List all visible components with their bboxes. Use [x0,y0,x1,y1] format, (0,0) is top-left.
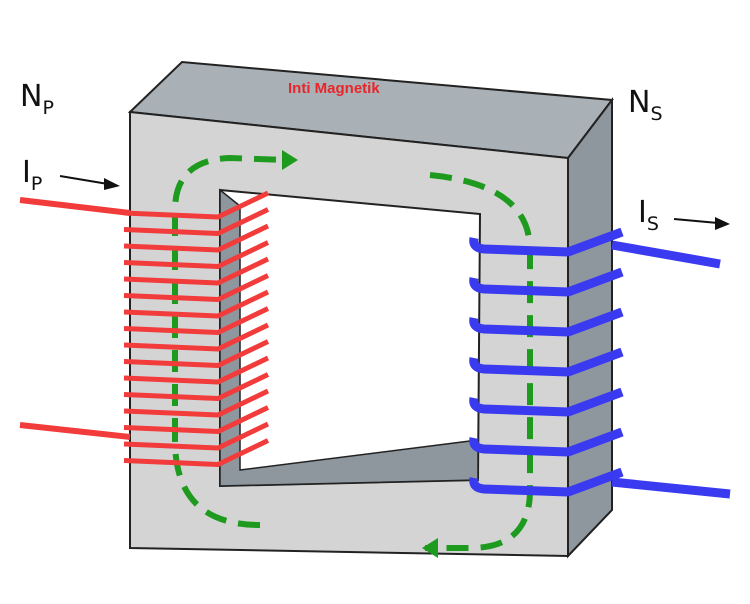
coil-turn [123,223,270,253]
primary-coil [123,190,270,467]
flux-arrow-icon [282,150,298,170]
primary-current-label: IP [22,155,42,195]
coil-turn [123,190,270,220]
coil-turn [469,227,624,257]
coil-turn [123,355,270,385]
coil-turn [123,438,270,467]
primary-turns-label: NP [20,79,54,119]
coil-turn [123,388,270,418]
flux-arrow-icon [422,538,438,558]
secondary-lead-top [611,240,721,269]
coil-turn [469,467,624,497]
coil-turn [123,207,270,236]
coil-turn [123,372,270,401]
coil-turn [123,306,270,335]
core-label: Inti Magnetik [288,80,380,97]
core-window [219,188,482,488]
secondary-current-label: IS [638,195,659,235]
coil-turn [469,387,624,417]
primary-lead-out [19,422,131,440]
coil-turn [123,322,270,352]
coil-turn [123,256,270,286]
secondary-lead-bottom [611,477,731,499]
coil-turn [469,347,624,377]
coil-turn [469,427,624,457]
coil-turn [469,307,624,337]
secondary-turns-label: NS [628,85,663,125]
coil-turn [123,289,270,319]
secondary-current-arrow-icon [673,217,730,230]
coil-turn [123,339,270,368]
magnetic-core [127,60,614,559]
coil-turn [123,240,270,269]
coil-turn [469,267,624,297]
primary-current-arrow-icon [59,175,120,190]
coil-turn [123,405,270,434]
coil-turn [123,273,270,302]
secondary-coil [469,227,624,497]
primary-lead-in [19,197,131,216]
coil-turn [123,421,270,451]
